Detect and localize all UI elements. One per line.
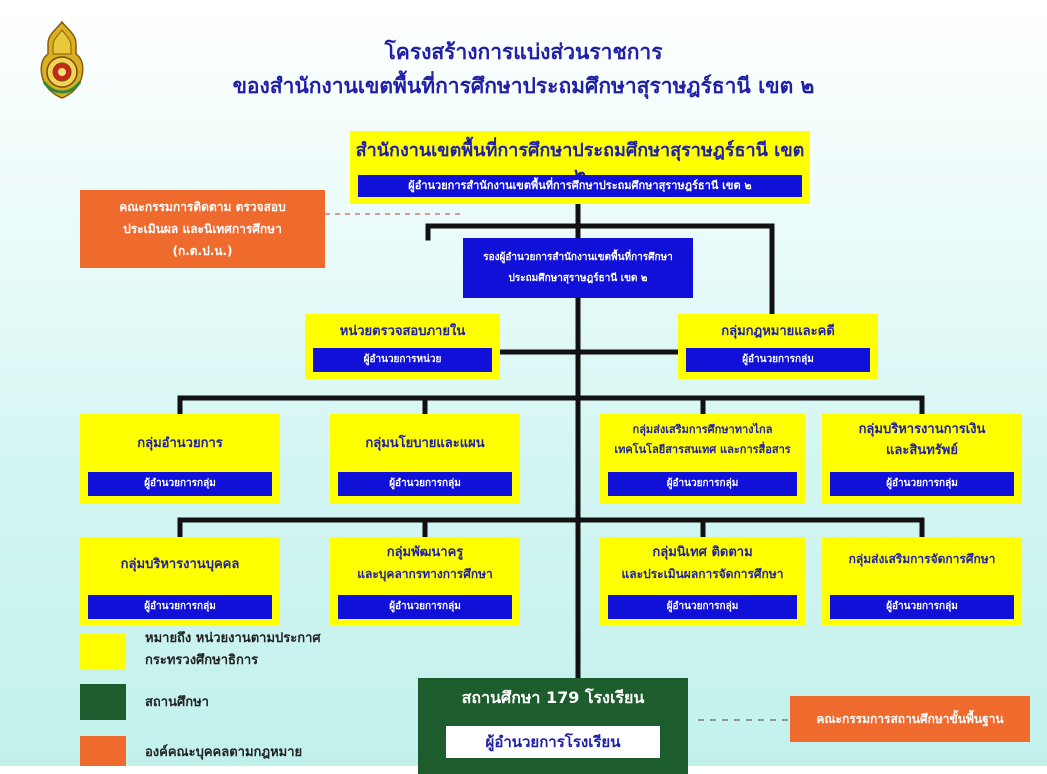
page-title-line1: โครงสร้างการแบ่งส่วนราชการ — [384, 40, 663, 64]
top-office-name: สำนักงานเขตพื้นที่การศึกษาประถมศึกษาสุรา… — [355, 140, 805, 185]
monitoring-committee-line3: (ก.ต.ป.น.) — [172, 244, 233, 258]
group-name-line2: และบุคลากรทางการศึกษา — [357, 567, 493, 581]
legend-orange-label: องค์คณะบุคคลตามกฎหมาย — [145, 745, 303, 760]
legal-group-name: กลุ่มกฎหมายและคดี — [721, 324, 835, 339]
legend-yellow-label-line2: กระทรวงศึกษาธิการ — [145, 653, 259, 668]
legal-group-head-bar: ผู้อำนวยการกลุ่ม — [686, 348, 870, 372]
group-name-line2: เทคโนโลยีสารสนเทศ และการสื่อสาร — [614, 443, 791, 456]
group-name-line1: กลุ่มอำนวยการ — [137, 436, 223, 451]
group-head-bar: ผู้อำนวยการกลุ่ม — [88, 595, 272, 619]
monitoring-committee-box: คณะกรรมการติดตาม ตรวจสอบ ประเมินผล และนิ… — [80, 190, 325, 268]
audit-unit-name: หน่วยตรวจสอบภายใน — [339, 324, 466, 339]
group-head-bar: ผู้อำนวยการกลุ่ม — [338, 472, 512, 496]
group-name-line2: และประเมินผลการจัดการศึกษา — [621, 567, 784, 581]
monitoring-committee-line2: ประเมินผล และนิเทศการศึกษา — [123, 222, 282, 236]
group-box-row1-2: กลุ่มนโยบายและแผน ผู้อำนวยการกลุ่ม — [330, 414, 520, 504]
schools-name: สถานศึกษา 179 โรงเรียน — [461, 688, 645, 707]
group-name-line1: กลุ่มบริหารงานการเงิน — [858, 422, 986, 437]
group-name-line1: กลุ่มนิเทศ ติดตาม — [652, 545, 753, 560]
top-office-box: สำนักงานเขตพื้นที่การศึกษาประถมศึกษาสุรา… — [350, 131, 810, 204]
group-box-row2-2: กลุ่มพัฒนาครู และบุคลากรทางการศึกษา ผู้อ… — [330, 537, 520, 625]
group-name-line1: กลุ่มพัฒนาครู — [386, 545, 464, 560]
top-office-head-bar: ผู้อำนวยการสำนักงานเขตพื้นที่การศึกษาประ… — [358, 175, 802, 197]
group-name-line1: กลุ่มส่งเสริมการศึกษาทางไกล — [632, 423, 773, 436]
group-head-bar: ผู้อำนวยการกลุ่ม — [608, 472, 797, 496]
group-name-line2: และสินทรัพย์ — [886, 443, 958, 458]
group-head-bar: ผู้อำนวยการกลุ่ม — [88, 472, 272, 496]
group-box-row2-3: กลุ่มนิเทศ ติดตาม และประเมินผลการจัดการศ… — [600, 537, 805, 625]
audit-unit-box: หน่วยตรวจสอบภายใน ผู้อำนวยการหน่วย — [305, 314, 500, 379]
group-box-row2-4: กลุ่มส่งเสริมการจัดการศึกษา ผู้อำนวยการก… — [822, 537, 1022, 625]
group-head-bar: ผู้อำนวยการกลุ่ม — [608, 595, 797, 619]
deputy-director-line1: รองผู้อำนวยการสำนักงานเขตพื้นที่การศึกษา — [483, 252, 673, 263]
page-title-line2: ของสำนักงานเขตพื้นที่การศึกษาประถมศึกษาส… — [232, 74, 815, 98]
group-head-bar: ผู้อำนวยการกลุ่ม — [338, 595, 512, 619]
legend-orange-swatch — [80, 736, 126, 766]
legal-group-box: กลุ่มกฎหมายและคดี ผู้อำนวยการกลุ่ม — [678, 314, 878, 379]
group-head-bar: ผู้อำนวยการกลุ่ม — [830, 472, 1014, 496]
monitoring-committee-line1: คณะกรรมการติดตาม ตรวจสอบ — [119, 200, 286, 214]
obec-emblem-logo — [40, 20, 84, 99]
legend-yellow-swatch — [80, 634, 126, 670]
legend-green-swatch — [80, 684, 126, 720]
group-name-line1: กลุ่มนโยบายและแผน — [365, 436, 485, 451]
schools-box: สถานศึกษา 179 โรงเรียน ผู้อำนวยการโรงเรี… — [418, 678, 688, 774]
audit-unit-head-bar: ผู้อำนวยการหน่วย — [313, 348, 492, 372]
group-box-row1-4: กลุ่มบริหารงานการเงิน และสินทรัพย์ ผู้อำ… — [822, 414, 1022, 504]
group-box-row1-3: กลุ่มส่งเสริมการศึกษาทางไกล เทคโนโลยีสาร… — [600, 414, 805, 504]
deputy-director-box: รองผู้อำนวยการสำนักงานเขตพื้นที่การศึกษา… — [463, 238, 693, 298]
group-name-line1: กลุ่มบริหารงานบุคคล — [120, 557, 240, 572]
deputy-director-line2: ประถมศึกษาสุราษฎร์ธานี เขต ๒ — [508, 273, 648, 284]
legend-green-label: สถานศึกษา — [145, 695, 209, 710]
basic-education-committee-box: คณะกรรมการสถานศึกษาขั้นพื้นฐาน — [790, 696, 1030, 742]
group-name-line1: กลุ่มส่งเสริมการจัดการศึกษา — [848, 552, 996, 566]
school-director-label: ผู้อำนวยการโรงเรียน — [446, 726, 660, 758]
group-box-row1-1: กลุ่มอำนวยการ ผู้อำนวยการกลุ่ม — [80, 414, 280, 504]
legend-yellow-label-line1: หมายถึง หน่วยงานตามประกาศ — [145, 631, 321, 646]
group-head-bar: ผู้อำนวยการกลุ่ม — [830, 595, 1014, 619]
group-box-row2-1: กลุ่มบริหารงานบุคคล ผู้อำนวยการกลุ่ม — [80, 537, 280, 625]
